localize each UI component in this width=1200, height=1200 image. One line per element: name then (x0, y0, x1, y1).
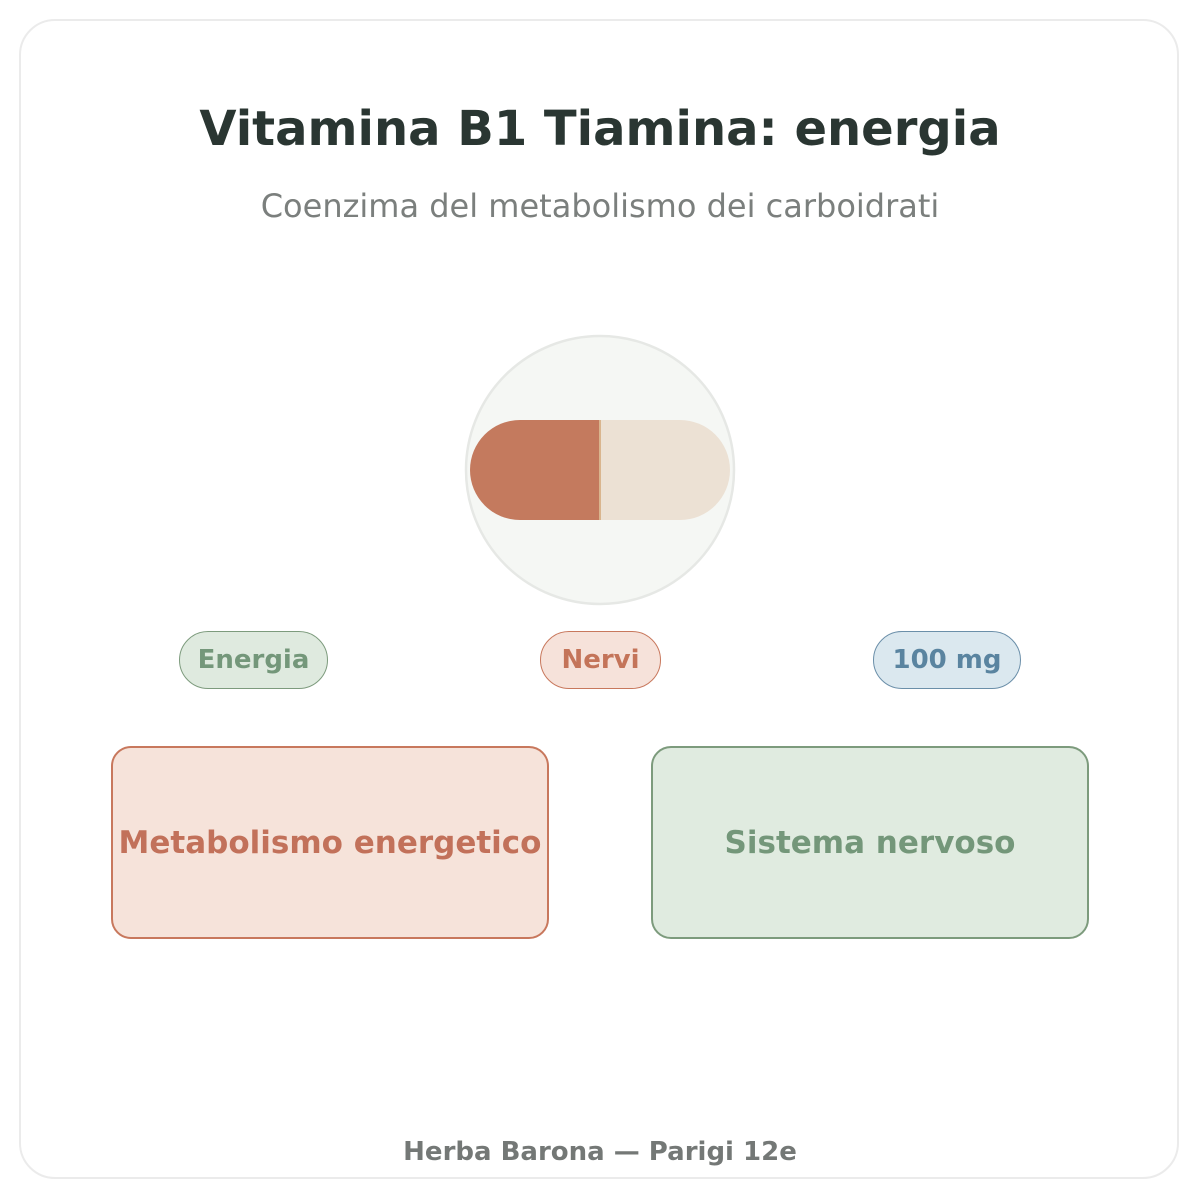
footer-brand: Herba Barona — Parigi 12e (403, 1137, 797, 1167)
tag-dose: 100 mg (873, 631, 1021, 689)
tag-energia-label: Energia (197, 645, 310, 675)
tag-energia: Energia (179, 631, 328, 689)
benefit-box-nervous-system: Sistema nervoso (651, 746, 1089, 939)
tag-nervi-label: Nervi (561, 645, 640, 675)
capsule-icon (464, 334, 736, 606)
benefit-box-metabolism-label: Metabolismo energetico (118, 824, 542, 861)
capsule-right-half (600, 420, 730, 520)
tag-dose-label: 100 mg (892, 645, 1002, 675)
benefit-box-nervous-system-label: Sistema nervoso (724, 824, 1016, 861)
tag-nervi: Nervi (540, 631, 661, 689)
benefit-box-metabolism: Metabolismo energetico (111, 746, 549, 939)
page-title: Vitamina B1 Tiamina: energia (199, 101, 1001, 157)
capsule-left-half (470, 420, 600, 520)
page-subtitle: Coenzima del metabolismo dei carboidrati (260, 187, 940, 225)
